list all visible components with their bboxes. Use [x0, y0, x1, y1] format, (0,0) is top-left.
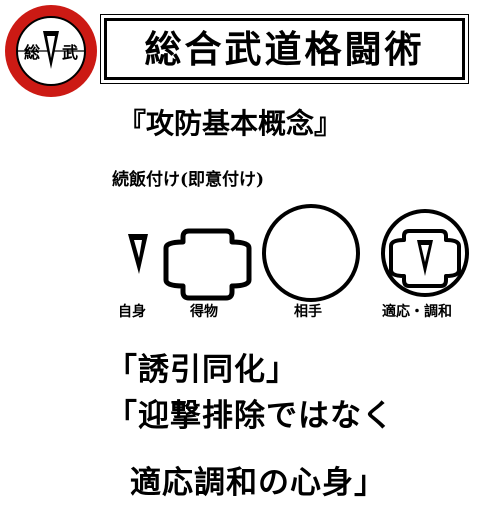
rounded-cross-icon: [163, 228, 252, 301]
figure-row: [128, 204, 469, 302]
section-label: 続飯付け(即意付け): [112, 170, 265, 190]
slogan-line: 「迎撃排除ではなく: [106, 398, 394, 434]
title-box: 総合武道格闘術: [100, 14, 469, 84]
logo-left-text: 総: [24, 43, 40, 62]
figure-label-weapon: 得物: [190, 304, 218, 320]
logo-seal: 総 武: [5, 5, 97, 97]
figure-label-harmony: 適応・調和: [382, 304, 452, 320]
kunai-icon: [128, 234, 148, 274]
slogan-line: 適応調和の心身」: [130, 465, 386, 501]
figure-label-opponent: 相手: [294, 304, 322, 320]
combined-harmony-icon: [381, 209, 469, 297]
logo-kunai-inner: [47, 36, 55, 58]
subtitle: 『攻防基本概念』: [118, 107, 343, 140]
page-title: 総合武道格闘術: [144, 26, 425, 71]
logo-right-text: 武: [62, 43, 78, 62]
circle-icon: [262, 204, 360, 302]
slogan-line: 「誘引同化」: [106, 352, 298, 388]
figure-label-self: 自身: [118, 304, 146, 320]
